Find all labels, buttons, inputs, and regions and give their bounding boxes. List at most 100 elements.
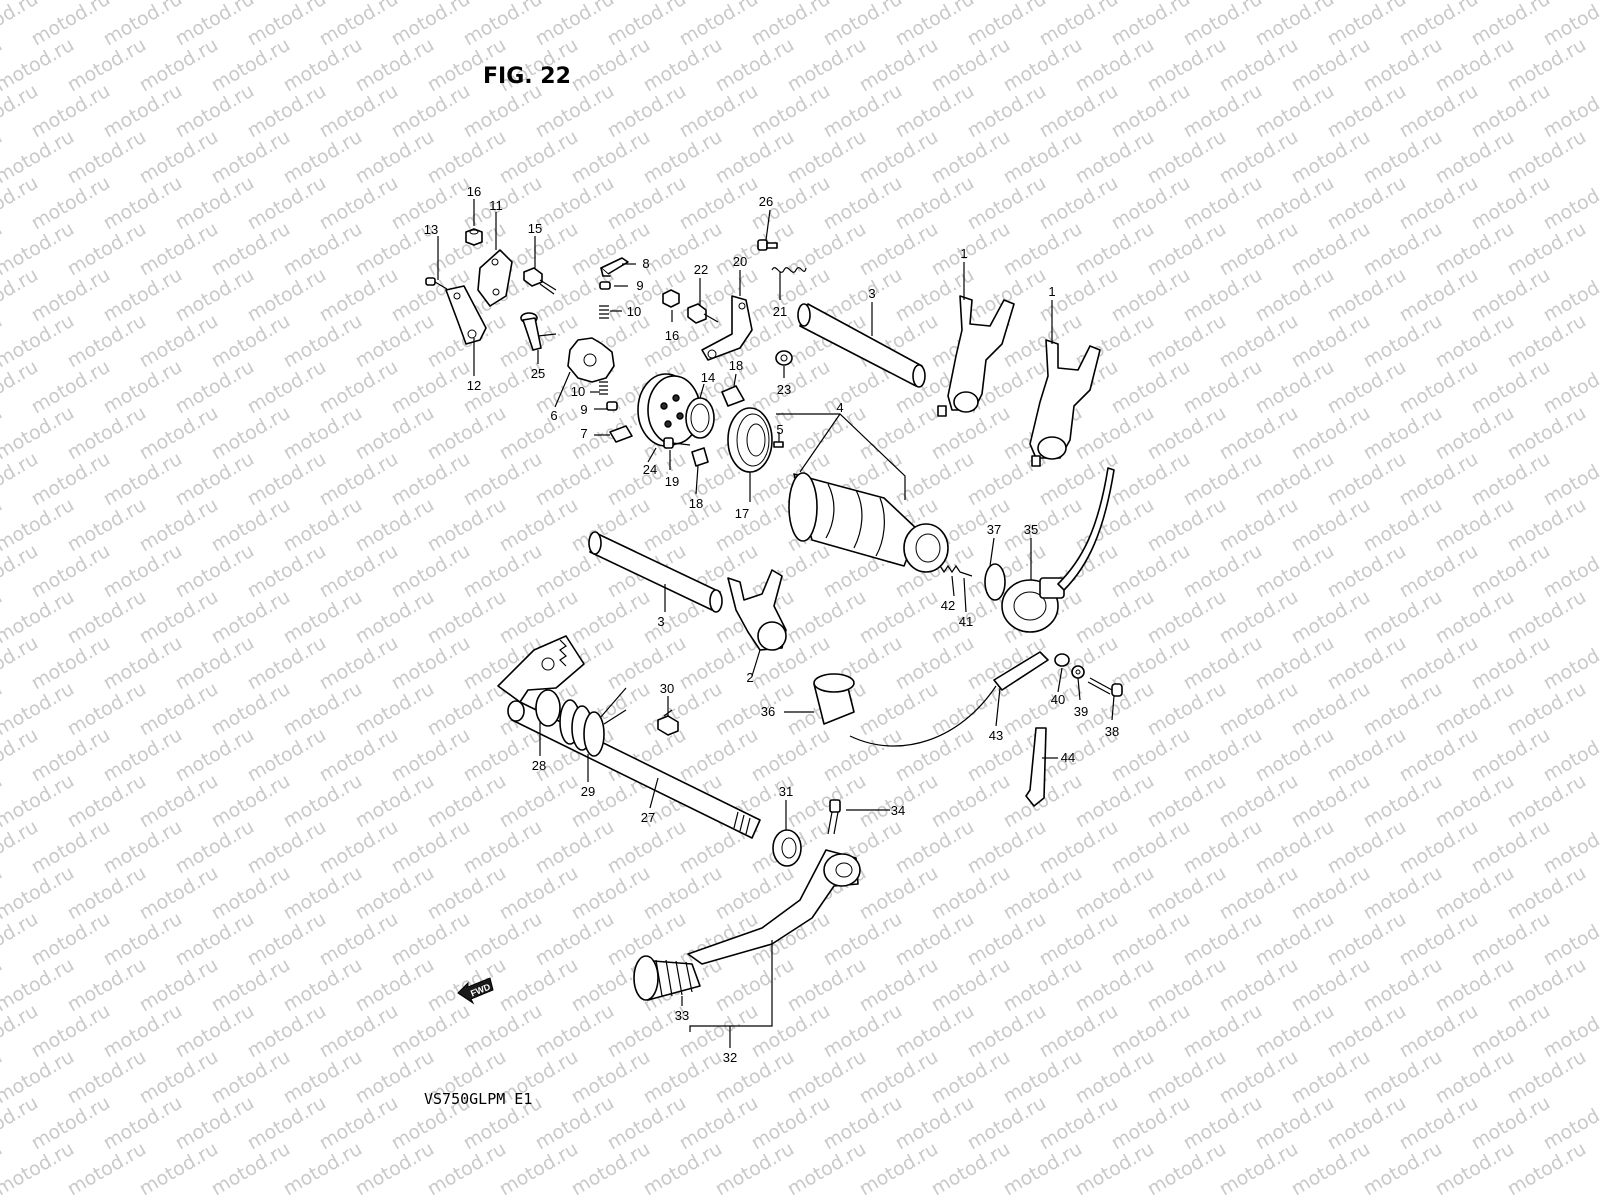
- part-3-shaft-lower: [588, 531, 723, 613]
- part-label: 37: [987, 522, 1001, 537]
- part-label: 34: [891, 803, 905, 818]
- part-28-arm: [497, 635, 585, 703]
- part-label: 28: [532, 758, 546, 773]
- part-label: 10: [627, 304, 641, 319]
- model-code: VS750GLPM E1: [424, 1090, 532, 1108]
- part-label: 29: [581, 784, 595, 799]
- part-label: 14: [701, 370, 715, 385]
- part-label: 35: [1024, 522, 1038, 537]
- part-label: 27: [641, 810, 655, 825]
- part-label: 3: [868, 286, 875, 301]
- part-4-shift-drum: [788, 472, 949, 573]
- part-label: 39: [1074, 704, 1088, 719]
- part-10-spring-lower: [599, 381, 608, 395]
- part-8-stopper: [600, 257, 629, 277]
- part-18-plate-lower: [691, 447, 709, 467]
- part-label: 7: [580, 426, 587, 441]
- part-1-shift-fork-b: [1029, 339, 1101, 467]
- part-19-bolt: [663, 437, 691, 449]
- part-13-screw: [425, 277, 448, 290]
- part-label: 23: [777, 382, 791, 397]
- part-label: 26: [759, 194, 773, 209]
- part-label: 1: [960, 246, 967, 261]
- part-40-washer: [1054, 653, 1070, 667]
- part-31-oil-seal: [772, 829, 802, 867]
- part-label: 24: [643, 462, 657, 477]
- part-label: 43: [989, 728, 1003, 743]
- part-label: 25: [531, 366, 545, 381]
- part-label: 22: [694, 262, 708, 277]
- part-illustrations: [425, 228, 1123, 1001]
- part-7-pawl: [609, 425, 633, 443]
- part-labels: 1 1 2 3 3 4 5 6 7 8 9 9 10 10 11 12 13 1…: [424, 184, 1119, 1065]
- part-17-bearing: [727, 407, 773, 473]
- part-9-pin-top: [599, 281, 611, 290]
- part-28-washer: [535, 689, 561, 727]
- part-35-gear-position-switch: [1001, 467, 1115, 633]
- part-43-clamp: [993, 651, 1049, 691]
- part-15-bolt: [523, 267, 557, 295]
- part-label: 32: [723, 1050, 737, 1065]
- part-label: 1: [1048, 284, 1055, 299]
- part-label: 3: [657, 614, 664, 629]
- part-20-lever: [701, 295, 753, 361]
- part-label: 13: [424, 222, 438, 237]
- part-36-sensor: [813, 673, 997, 747]
- part-37-o-ring: [984, 563, 1006, 601]
- part-11-plate: [477, 249, 513, 307]
- part-42-spring: [939, 564, 961, 574]
- part-16-nut-top: [465, 228, 483, 246]
- part-label: 11: [489, 198, 503, 213]
- leader-lines: [437, 199, 1115, 1048]
- part-label: 4: [836, 400, 843, 415]
- part-6-cam: [567, 337, 615, 383]
- part-label: 31: [779, 784, 793, 799]
- part-label: 20: [733, 254, 747, 269]
- part-label: 9: [580, 402, 587, 417]
- part-29-spring: [559, 687, 627, 757]
- part-5-pin: [773, 441, 784, 448]
- part-label: 30: [660, 681, 674, 696]
- part-label: 5: [776, 422, 783, 437]
- part-14-o-ring: [685, 397, 715, 439]
- part-26-bolt: [757, 239, 778, 251]
- part-label: 10: [571, 384, 585, 399]
- part-label: 8: [642, 256, 649, 271]
- part-22-bolt: [687, 303, 719, 324]
- part-label: 15: [528, 221, 542, 236]
- part-25-pin: [520, 312, 557, 351]
- part-2-shift-fork: [727, 569, 787, 651]
- part-label: 40: [1051, 692, 1065, 707]
- part-label: 19: [665, 474, 679, 489]
- part-label: 18: [689, 496, 703, 511]
- part-9-pin-lower: [606, 401, 618, 411]
- part-1-shift-fork-a: [937, 295, 1015, 417]
- part-label: 2: [746, 670, 753, 685]
- part-44-clamp: [1025, 727, 1047, 807]
- part-39-washer-bolt: [1071, 665, 1085, 679]
- part-label: 9: [636, 278, 643, 293]
- part-label: 36: [761, 704, 775, 719]
- part-label: 44: [1061, 750, 1075, 765]
- part-21-spring: [771, 267, 807, 273]
- part-41-pin: [959, 571, 973, 577]
- part-label: 38: [1105, 724, 1119, 739]
- part-label: 21: [773, 304, 787, 319]
- part-label: 41: [959, 614, 973, 629]
- part-label: 33: [675, 1008, 689, 1023]
- part-label: 6: [550, 408, 557, 423]
- part-label: 17: [735, 506, 749, 521]
- part-label: 42: [941, 598, 955, 613]
- part-3-shaft-top: [797, 303, 926, 388]
- part-label: 16: [467, 184, 481, 199]
- part-34-bolt: [827, 799, 841, 835]
- figure-title: FIG. 22: [483, 64, 571, 89]
- part-label: 18: [729, 358, 743, 373]
- part-16-nut: [662, 289, 680, 308]
- part-33-pedal-rubber: [633, 955, 701, 1001]
- part-10-spring-top: [599, 305, 609, 319]
- part-23-washer: [775, 350, 793, 366]
- part-18-plate: [721, 385, 745, 407]
